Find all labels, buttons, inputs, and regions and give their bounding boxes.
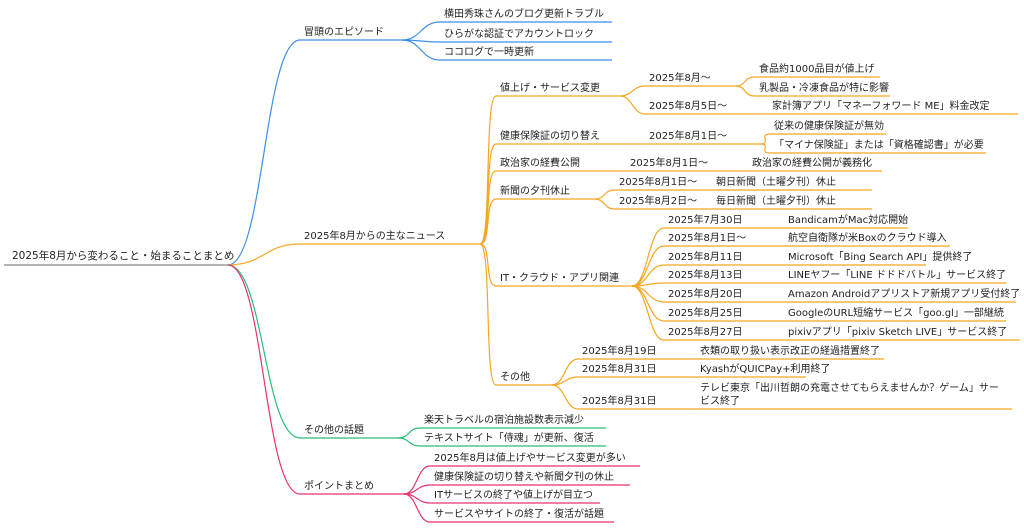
other-news-connector — [479, 243, 497, 386]
newspaper-item: 朝日新聞（土曜夕刊）休止 — [716, 177, 836, 188]
price-item-connector — [734, 85, 756, 97]
topic-newspaper: 新聞の夕刊休止 — [500, 186, 570, 197]
episode-item-connector — [401, 39, 441, 61]
it-date: 2025年8月25日 — [668, 308, 743, 319]
points-item: 健康保険証の切り替えや新聞夕刊の休止 — [434, 472, 614, 483]
it-date-connector — [631, 285, 665, 341]
episode-item: 横田秀珠さんのブログ更新トラブル — [444, 9, 604, 20]
insurance-item-connector — [759, 143, 771, 154]
branch-topics: その他の話題 — [304, 425, 364, 436]
other-date: 2025年8月31日 — [582, 364, 657, 375]
branch-points: ポイントまとめ — [304, 481, 374, 492]
topic-other-news: その他 — [500, 372, 530, 383]
topic-politics: 政治家の経費公開 — [500, 158, 580, 169]
insurance-connector — [479, 143, 497, 245]
it-date: 2025年8月20日 — [668, 289, 743, 300]
topics-item: 楽天トラベルの宿泊施設数表示減少 — [424, 415, 584, 426]
price-item-moneyforward: 家計簿アプリ「マネーフォワード ME」料金改定 — [772, 101, 990, 112]
other-item: KyashがQUICPay+利用終了 — [700, 364, 831, 375]
newspaper-item: 毎日新聞（土曜夕刊）休止 — [716, 196, 836, 207]
episode-item: ココログで一時更新 — [444, 47, 534, 58]
other-date: 2025年8月19日 — [582, 346, 657, 357]
politics-date: 2025年8月1日〜 — [630, 158, 709, 169]
it-date: 2025年7月30日 — [668, 215, 743, 226]
it-item: BandicamがMac対応開始 — [788, 215, 909, 226]
newspaper-date-connector — [593, 198, 616, 210]
newspaper-date: 2025年8月1日〜 — [619, 177, 698, 188]
branch-topics-connector — [227, 264, 301, 439]
points-item: ITサービスの終了や値上げが目立つ — [434, 490, 594, 501]
it-item: LINEヤフー「LINE ドドドバトル」サービス終了 — [788, 270, 1007, 281]
it-date-connector — [631, 245, 665, 287]
points-item: サービスやサイトの終了・復活が話題 — [434, 509, 604, 520]
episode-item: ひらがな認証でアカウントロック — [444, 29, 594, 40]
branch-episode: 冒頭のエピソード — [304, 27, 384, 38]
it-item: 航空自衛隊が米Boxのクラウド導入 — [788, 233, 947, 244]
branch-points-connector — [227, 264, 301, 495]
topics-item: テキストサイト「侍魂」が更新、復活 — [424, 433, 594, 444]
other-date: 2025年8月31日 — [582, 396, 657, 407]
it-item: Microsoft「Bing Search API」提供終了 — [788, 252, 973, 263]
it-date: 2025年8月13日 — [668, 270, 743, 281]
it-connector — [479, 243, 497, 287]
branch-episode-connector — [227, 39, 301, 266]
branch-news: 2025年8月からの主なニュース — [304, 231, 446, 242]
branch-news-connector — [227, 243, 301, 266]
other-date-connector — [551, 376, 579, 386]
price-date-connector — [619, 95, 646, 115]
topics-item-connector — [397, 437, 421, 447]
insurance-item: 従来の健康保険証が無効 — [774, 121, 884, 132]
insurance-item: 「マイナ保険証」または「資格確認書」が必要 — [774, 140, 984, 151]
it-date: 2025年8月27日 — [668, 327, 743, 338]
points-item: 2025年8月は値上げやサービス変更が多い — [434, 453, 626, 464]
politics-item: 政治家の経費公開が義務化 — [752, 158, 872, 169]
newspaper-connector — [479, 198, 497, 245]
price-item: 食品約1000品目が値上げ — [759, 64, 875, 75]
it-item: Amazon Androidアプリストア新規アプリ受付終了 — [788, 289, 1021, 300]
root-node: 2025年8月から変わること・始まることまとめ — [12, 250, 235, 262]
topic-insurance: 健康保険証の切り替え — [500, 131, 600, 142]
price-date-1: 2025年8月〜 — [649, 73, 711, 84]
other-date-connector — [551, 384, 579, 410]
price-date-connector — [619, 85, 646, 97]
insurance-date: 2025年8月1日〜 — [649, 131, 728, 142]
newspaper-date: 2025年8月2日〜 — [619, 196, 698, 207]
it-date: 2025年8月11日 — [668, 252, 743, 263]
other-item: 衣類の取り扱い表示改正の経過措置終了 — [700, 346, 880, 357]
topic-it: IT・クラウド・アプリ関連 — [500, 273, 620, 284]
it-date: 2025年8月1日〜 — [668, 233, 747, 244]
points-item-connector — [403, 493, 431, 523]
other-item: テレビ東京「出川哲朗の充電させてもらえませんか？ゲーム」サービス終了 — [700, 383, 999, 407]
it-item: GoogleのURL短縮サービス「goo.gl」一部継続 — [788, 308, 1004, 319]
price-date-2: 2025年8月5日〜 — [649, 101, 728, 112]
price-connector — [479, 95, 497, 245]
topic-price: 値上げ・サービス変更 — [500, 83, 600, 94]
price-item: 乳製品・冷凍食品が特に影響 — [759, 83, 889, 94]
it-item: pixivアプリ「pixiv Sketch LIVE」サービス終了 — [788, 327, 1008, 338]
